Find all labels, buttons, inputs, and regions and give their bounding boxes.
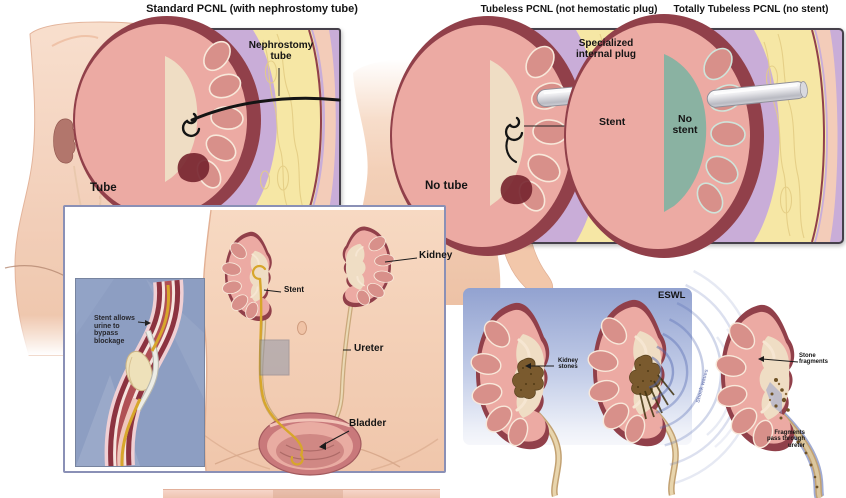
standard-pcnl-illustration <box>73 16 341 224</box>
bladder-illustration <box>258 412 362 476</box>
fat-texture <box>763 33 805 239</box>
stent-bypassing-stone <box>120 284 171 466</box>
label-bladder: Bladder <box>349 418 387 429</box>
label-stent: Stent <box>284 285 304 294</box>
blockage-illustration <box>76 279 204 466</box>
label-stent-allows-bypass: Stent allows urine to bypass blockage <box>94 315 135 345</box>
fat-layer <box>754 30 826 242</box>
label-nephrostomy-tube: Nephrostomy tube <box>248 40 314 62</box>
title-totally-tubeless-pcnl: Totally Tubeless PCNL (no stent) <box>673 4 829 15</box>
label-tube: Tube <box>90 182 117 194</box>
cropped-image-strip <box>163 489 440 498</box>
stent-pigtail-coil <box>504 116 524 142</box>
label-no-stent: No stent <box>672 113 698 137</box>
standard-pcnl-inset <box>73 16 341 224</box>
stent-torso-illustration <box>202 209 444 476</box>
eswl-kidney-with-stones <box>467 301 562 498</box>
label-eswl: ESWL <box>658 290 686 301</box>
eswl-kidney-fragments <box>712 303 825 498</box>
blocking-stone <box>125 350 153 392</box>
eswl-leader-lines <box>529 358 799 367</box>
label-kidney-stones: Kidney stones <box>557 358 578 371</box>
label-no-tube: No tube <box>425 180 468 192</box>
fat-texture <box>259 33 304 209</box>
fat-layer <box>253 30 323 210</box>
label-stent-tubeless: Stent <box>599 116 626 128</box>
navel <box>297 321 307 335</box>
totally-tubeless-illustration <box>564 14 838 258</box>
stone-fragments-dots <box>766 378 790 420</box>
title-standard-pcnl: Standard PCNL (with nephrostomy tube) <box>146 3 358 15</box>
label-kidney: Kidney <box>419 250 453 261</box>
stent-explainer-box <box>63 205 446 476</box>
ureteral-stent <box>251 264 304 466</box>
label-specialized-internal-plug: Specialized internal plug <box>576 38 636 60</box>
eswl-scene <box>463 269 825 498</box>
teal-renal-pelvis <box>664 54 707 212</box>
strip-smudge <box>273 490 343 498</box>
label-stone-fragments: Stone fragments <box>799 353 829 366</box>
totally-tubeless-inset <box>564 14 844 258</box>
label-ureter: Ureter <box>354 343 384 354</box>
zoom-highlight-square <box>259 339 290 376</box>
nephrostomy-tube <box>190 96 341 122</box>
label-fragments-pass-through-ureter: Fragments pass through ureter <box>766 430 805 449</box>
tube-pigtail-coil <box>181 112 201 138</box>
blockage-inset <box>75 278 205 467</box>
renal-pyramids <box>196 40 244 189</box>
title-tubeless-pcnl: Tubeless PCNL (not hemostatic plug) <box>480 4 658 15</box>
